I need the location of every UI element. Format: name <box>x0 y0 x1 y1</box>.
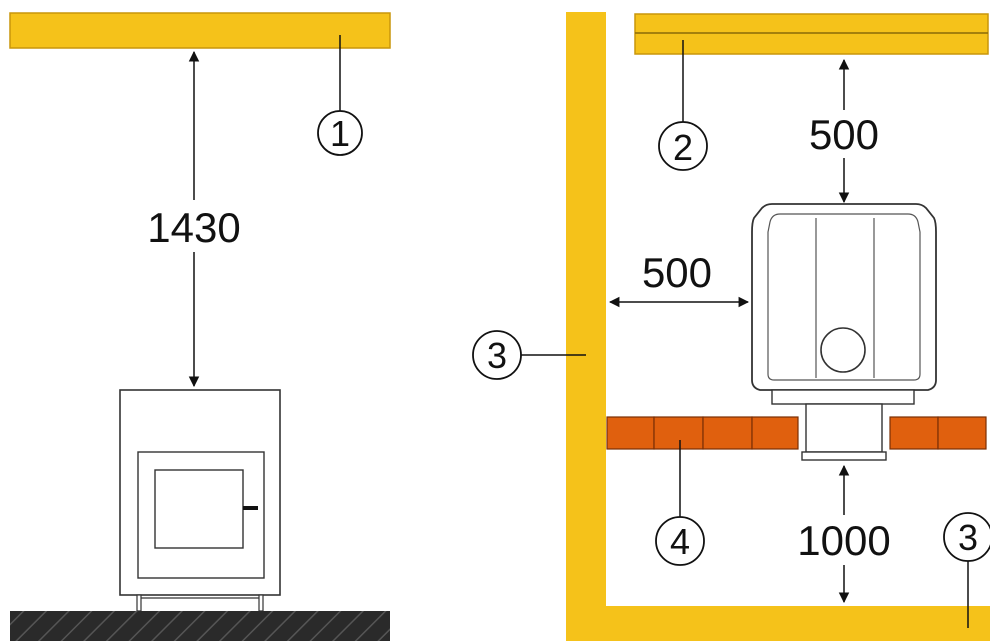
brick <box>606 416 655 450</box>
brick <box>751 416 799 450</box>
brick <box>653 416 704 450</box>
stove-front-view <box>119 389 281 612</box>
callout-2-label: 2 <box>673 127 693 168</box>
stove-top-inner <box>767 213 921 381</box>
stove-top-base-plate <box>771 389 915 405</box>
callout-3-wall-label: 3 <box>487 335 507 376</box>
dimension-side-500-label: 500 <box>642 249 712 296</box>
floor-hatched <box>10 611 390 641</box>
dimension-top-500-label: 500 <box>809 111 879 158</box>
callout-3-floor-label: 3 <box>958 517 978 558</box>
floor-horizontal <box>566 606 990 641</box>
stove-top-view <box>751 203 937 461</box>
wall-vertical <box>566 12 606 641</box>
stove-top-foot-plate <box>801 451 887 461</box>
callout-4-circle <box>655 516 705 566</box>
stove-leg-left <box>136 594 142 612</box>
dimension-bottom-1000-label: 1000 <box>797 517 890 564</box>
callout-3-wall-circle <box>472 330 522 380</box>
dimension-1430-label: 1430 <box>147 204 240 251</box>
brick <box>889 416 939 450</box>
left-diagram: 1 1430 <box>9 12 391 641</box>
stove-door-handle <box>243 506 258 510</box>
ceiling-beam-1 <box>9 12 391 49</box>
callout-2-circle <box>658 121 708 171</box>
brick <box>937 416 987 450</box>
ceiling-beam-2 <box>634 13 989 55</box>
brick-row-right <box>889 416 987 450</box>
brick <box>702 416 753 450</box>
callout-3-floor-circle <box>943 512 990 562</box>
right-diagram: 2 500 500 3 <box>472 12 990 641</box>
stove-top-neck <box>805 403 883 453</box>
stove-door-glass <box>154 469 244 549</box>
brick-row-left <box>606 416 799 450</box>
callout-1-circle <box>317 110 363 156</box>
dimension-bottom-1000-label-bg <box>790 515 898 565</box>
dimension-top-500-label-bg <box>800 110 888 158</box>
callout-1-label: 1 <box>330 113 350 154</box>
dimension-1430-label-bg <box>138 200 250 252</box>
stove-flue-circle <box>820 327 866 373</box>
stove-leg-right <box>258 594 264 612</box>
callout-4-label: 4 <box>670 521 690 562</box>
